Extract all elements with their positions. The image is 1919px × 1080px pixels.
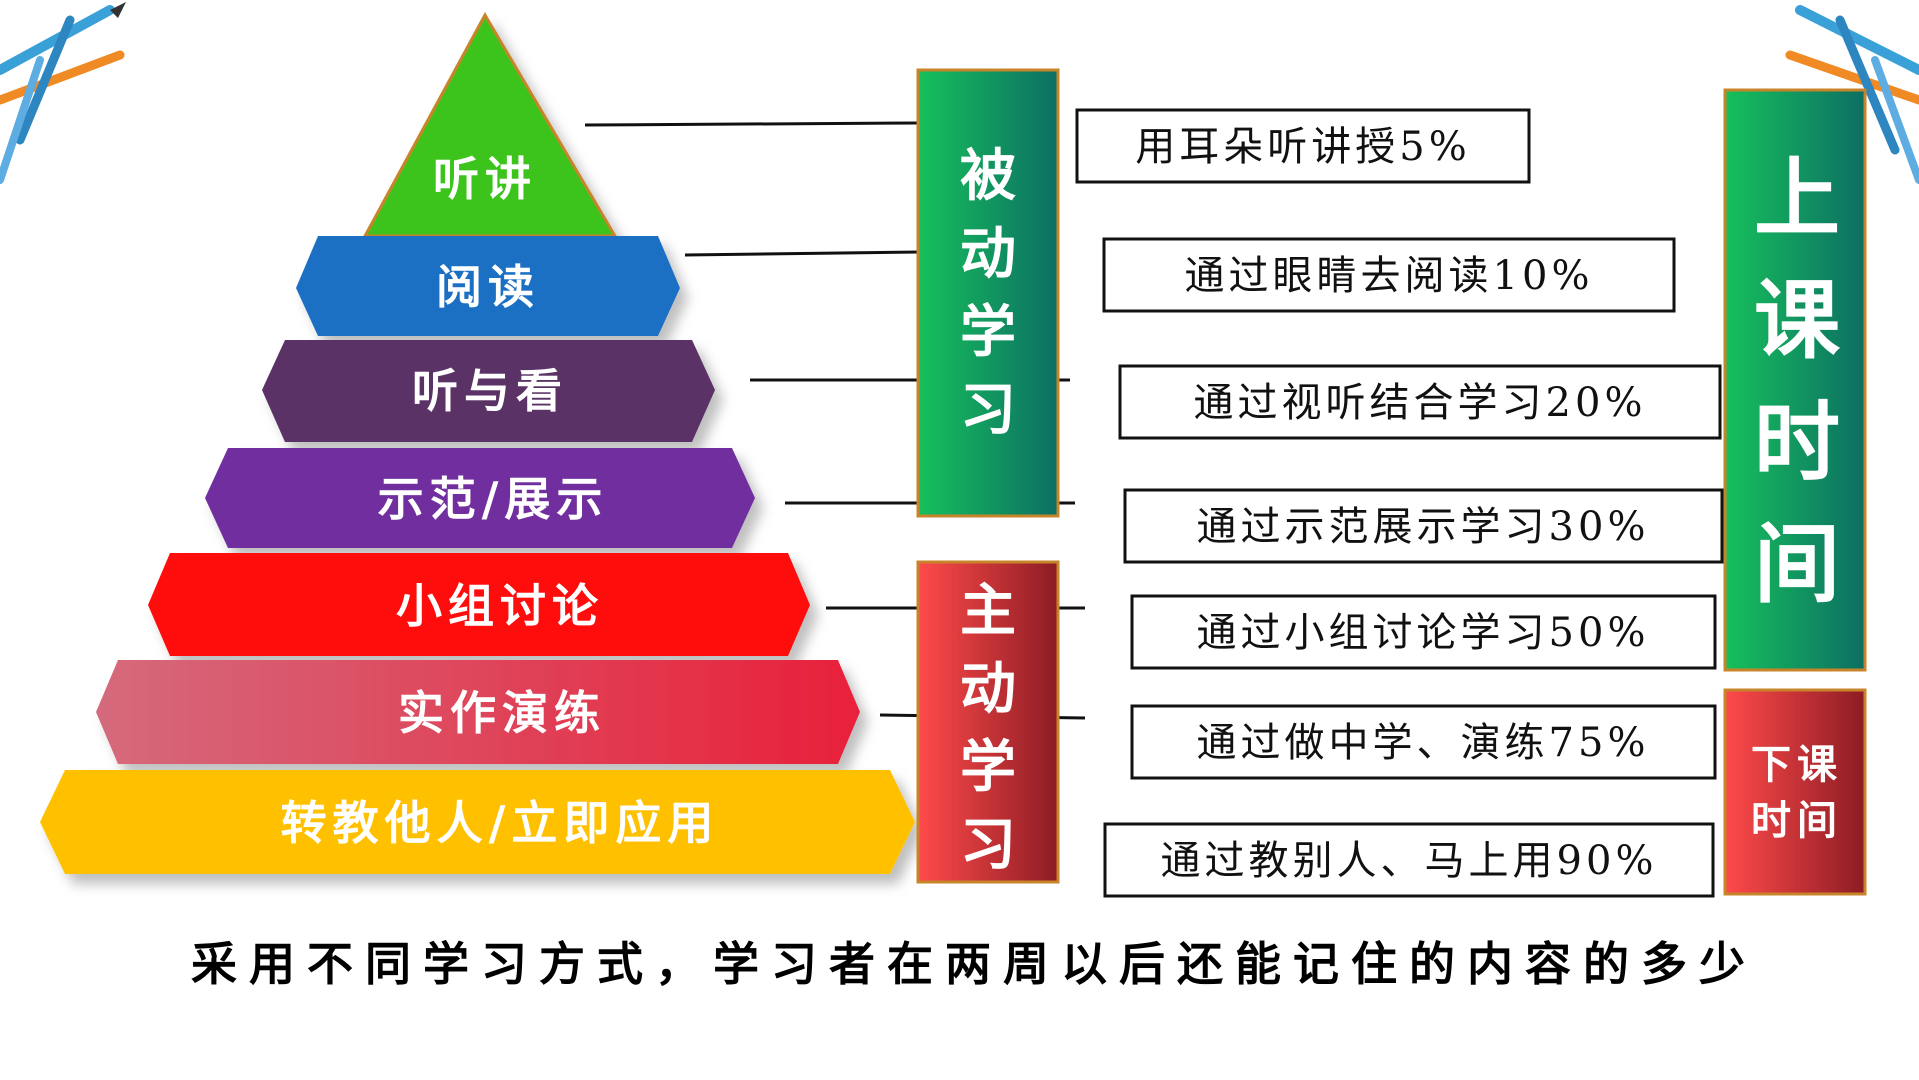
connector-line — [584, 121, 921, 127]
pyramid-labels: 听讲 阅读 听与看 示范/展示 小组讨论 实作演练 转教他人/立即应用 — [281, 152, 720, 850]
tier-label-reading: 阅读 — [436, 260, 540, 314]
pyramid — [40, 11, 915, 874]
active-learning-char: 主 — [960, 579, 1016, 644]
in-class-time-char: 上 — [1754, 149, 1840, 249]
pyramid-tier-teach-others — [40, 770, 915, 874]
retention-item: 通过教别人、马上用90% — [1103, 822, 1715, 898]
pyramid-tier-audiovisual — [262, 340, 715, 442]
retention-text: 通过视听结合学习20% — [1194, 380, 1647, 426]
after-class-line-1: 下课 — [1751, 742, 1843, 788]
in-class-time-char: 课 — [1754, 271, 1841, 371]
connector-line — [684, 250, 921, 257]
retention-item: 通过视听结合学习20% — [1118, 364, 1722, 440]
retention-item: 用耳朵听讲授5% — [1075, 108, 1531, 184]
diagram-caption: 采用不同学习方式，学习者在两周以后还能记住的内容的多少 — [191, 937, 1757, 991]
in-class-time-char: 时 — [1754, 393, 1840, 493]
pencils-top-left-decoration — [0, 2, 126, 184]
retention-text: 通过教别人、马上用90% — [1161, 838, 1658, 884]
in-class-time-char: 间 — [1754, 515, 1840, 615]
retention-item: 通过示范展示学习30% — [1123, 488, 1724, 564]
tier-label-audiovisual: 听与看 — [412, 364, 568, 418]
tier-label-teach-others: 转教他人/立即应用 — [281, 796, 720, 850]
passive-learning-char: 动 — [960, 222, 1016, 287]
passive-learning-char: 学 — [960, 300, 1016, 365]
tier-label-practice: 实作演练 — [398, 686, 606, 740]
retention-text: 通过眼睛去阅读10% — [1185, 253, 1594, 299]
tier-label-group-discussion: 小组讨论 — [396, 579, 604, 633]
retention-boxes: 用耳朵听讲授5% 通过眼睛去阅读10% 通过视听结合学习20% 通过示范展示学习… — [1075, 108, 1724, 898]
retention-item: 通过做中学、演练75% — [1130, 704, 1717, 780]
retention-item: 通过眼睛去阅读10% — [1102, 237, 1676, 313]
pyramid-tier-practice — [96, 660, 860, 764]
pyramid-tier-reading — [296, 236, 680, 336]
retention-text: 用耳朵听讲授5% — [1135, 124, 1470, 170]
active-learning-char: 学 — [960, 735, 1016, 800]
pyramid-tier-demonstration — [205, 448, 755, 548]
passive-learning-char: 被 — [960, 144, 1016, 209]
tier-label-listening: 听讲 — [433, 152, 537, 206]
retention-text: 通过示范展示学习30% — [1197, 504, 1650, 550]
retention-text: 通过小组讨论学习50% — [1197, 610, 1650, 656]
active-learning-char: 习 — [960, 813, 1016, 878]
passive-learning-char: 习 — [960, 378, 1016, 443]
retention-item: 通过小组讨论学习50% — [1130, 594, 1717, 670]
tier-label-demonstration: 示范/展示 — [378, 472, 609, 526]
after-class-time-box: 下课 时间 — [1723, 688, 1867, 896]
after-class-line-2: 时间 — [1751, 798, 1843, 844]
pyramid-tier-group-discussion — [148, 553, 810, 656]
retention-text: 通过做中学、演练75% — [1197, 720, 1650, 766]
active-learning-char: 动 — [960, 657, 1016, 722]
pencils-top-right-decoration — [1785, 5, 1919, 184]
